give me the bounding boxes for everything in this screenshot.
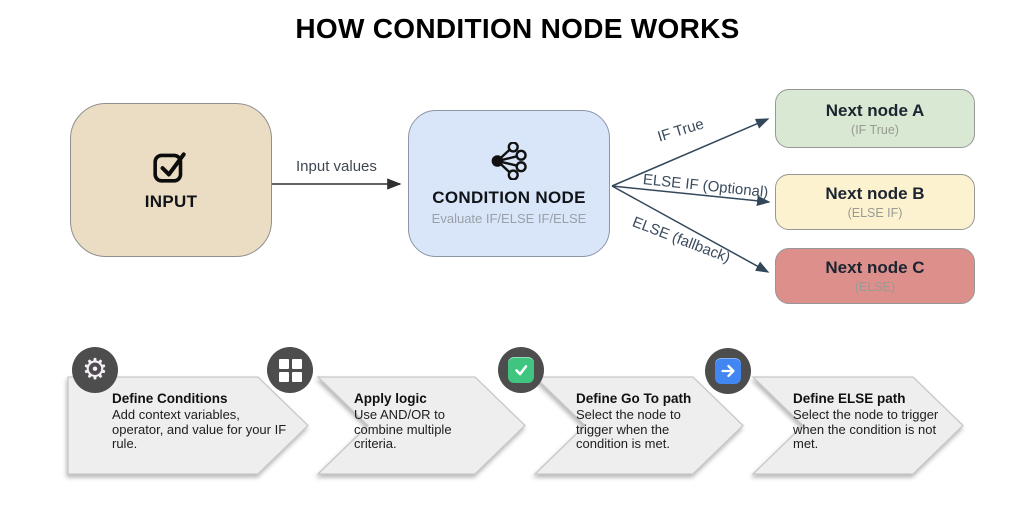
step-2-description: Use AND/OR to combine multiple criteria. <box>354 407 452 452</box>
next-node-b-subtitle: (ELSE IF) <box>847 206 903 220</box>
step-1-description: Add context variables, operator, and val… <box>112 407 287 452</box>
step-4-badge <box>705 348 751 394</box>
next-node-a-title: Next node A <box>825 100 925 120</box>
step-3: Define Go To path Select the node to tri… <box>576 391 714 452</box>
step-4-title: Define ELSE path <box>793 391 906 406</box>
step-3-description: Select the node to trigger when the cond… <box>576 407 681 452</box>
step-3-title: Define Go To path <box>576 391 692 406</box>
branch-icon <box>489 140 529 185</box>
step-4-description: Select the node to trigger when the cond… <box>793 407 939 452</box>
next-node-b: Next node B (ELSE IF) <box>775 174 975 230</box>
step-4: Define ELSE path Select the node to trig… <box>793 391 943 452</box>
page-title: HOW CONDITION NODE WORKS <box>295 13 740 44</box>
input-arrow-label: Input values <box>296 158 377 175</box>
step-1: Define Conditions Add context variables,… <box>112 391 290 452</box>
check-icon <box>508 357 534 383</box>
step-1-title: Define Conditions <box>112 391 228 406</box>
step-2-title: Apply logic <box>354 391 427 406</box>
next-node-a: Next node A (IF True) <box>775 89 975 148</box>
condition-node: CONDITION NODE Evaluate IF/ELSE IF/ELSE <box>408 110 610 257</box>
next-node-c: Next node C (ELSE) <box>775 248 975 304</box>
arrow-right-icon <box>715 358 741 384</box>
input-node-label: INPUT <box>144 192 198 211</box>
else-arrow-label: ELSE (fallback) <box>629 213 733 267</box>
checkbox-icon <box>152 148 190 189</box>
grid-icon <box>278 358 302 382</box>
condition-node-title: CONDITION NODE <box>432 187 586 207</box>
step-2: Apply logic Use AND/OR to combine multip… <box>354 391 480 452</box>
step-1-badge: ⚙ <box>72 347 118 393</box>
step-2-badge <box>267 347 313 393</box>
next-node-a-subtitle: (IF True) <box>851 122 899 137</box>
next-node-b-title: Next node B <box>825 184 925 203</box>
next-node-c-title: Next node C <box>825 258 925 277</box>
step-3-badge <box>498 347 544 393</box>
input-node: INPUT <box>70 103 272 257</box>
else-if-arrow-label: ELSE IF (Optional) <box>642 171 770 202</box>
next-node-c-subtitle: (ELSE) <box>854 280 896 294</box>
condition-node-subtitle: Evaluate IF/ELSE IF/ELSE <box>431 210 587 226</box>
if-true-arrow-label: IF True <box>655 115 706 146</box>
gear-icon: ⚙ <box>82 353 108 386</box>
